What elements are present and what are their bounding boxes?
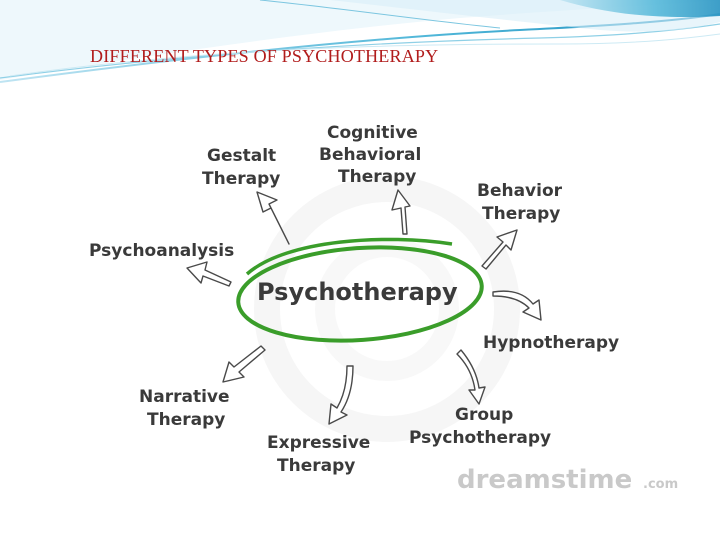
arrow-to-narrative xyxy=(222,345,266,383)
center-label: Psychotherapy xyxy=(257,278,458,306)
node-gestalt-therapy: Gestalt Therapy xyxy=(202,146,280,189)
dreamstime-watermark: dreamstime .com xyxy=(457,465,678,495)
svg-text:dreamstime: dreamstime xyxy=(457,465,632,495)
svg-text:Therapy: Therapy xyxy=(277,456,355,476)
svg-text:Therapy: Therapy xyxy=(147,410,225,430)
node-psychoanalysis: Psychoanalysis xyxy=(89,241,234,261)
arrow-to-expressive xyxy=(328,365,354,425)
svg-text:Therapy: Therapy xyxy=(482,204,560,224)
svg-text:Psychoanalysis: Psychoanalysis xyxy=(89,241,234,261)
arrow-to-gestalt xyxy=(256,191,290,245)
svg-text:Therapy: Therapy xyxy=(338,167,416,187)
header-swoosh-decoration xyxy=(0,0,720,83)
svg-text:Group: Group xyxy=(455,405,513,425)
svg-text:Cognitive: Cognitive xyxy=(327,123,418,143)
arrow-to-hypnotherapy xyxy=(492,290,542,321)
psychotherapy-diagram: Psychotherapy Cognitive Behavioral xyxy=(57,104,685,502)
svg-text:Psychotherapy: Psychotherapy xyxy=(409,428,551,448)
arrow-to-behavior xyxy=(481,229,518,270)
svg-text:Hypnotherapy: Hypnotherapy xyxy=(483,333,619,353)
node-behavior-therapy: Behavior Therapy xyxy=(477,181,563,224)
svg-text:Therapy: Therapy xyxy=(202,169,280,189)
node-group-psychotherapy: Group Psychotherapy xyxy=(409,405,551,448)
svg-text:Behavior: Behavior xyxy=(477,181,563,201)
arrow-to-group xyxy=(456,349,486,405)
arrow-to-cbt xyxy=(391,189,411,235)
svg-text:Gestalt: Gestalt xyxy=(207,146,276,166)
svg-text:Behavioral: Behavioral xyxy=(319,145,421,165)
svg-text:Narrative: Narrative xyxy=(139,387,230,407)
center-ring xyxy=(236,245,484,343)
node-hypnotherapy: Hypnotherapy xyxy=(483,333,619,353)
node-narrative-therapy: Narrative Therapy xyxy=(139,387,230,430)
diagram-canvas: Psychotherapy Cognitive Behavioral xyxy=(89,123,678,495)
svg-text:.com: .com xyxy=(643,477,678,492)
slide-title: DIFFERENT TYPES OF PSYCHOTHERAPY xyxy=(90,46,439,66)
arrow-to-psychoanalysis xyxy=(186,261,232,287)
svg-text:Expressive: Expressive xyxy=(267,433,370,453)
node-expressive-therapy: Expressive Therapy xyxy=(267,433,370,476)
node-cognitive-behavioral-therapy: Cognitive Behavioral Therapy xyxy=(319,123,421,187)
